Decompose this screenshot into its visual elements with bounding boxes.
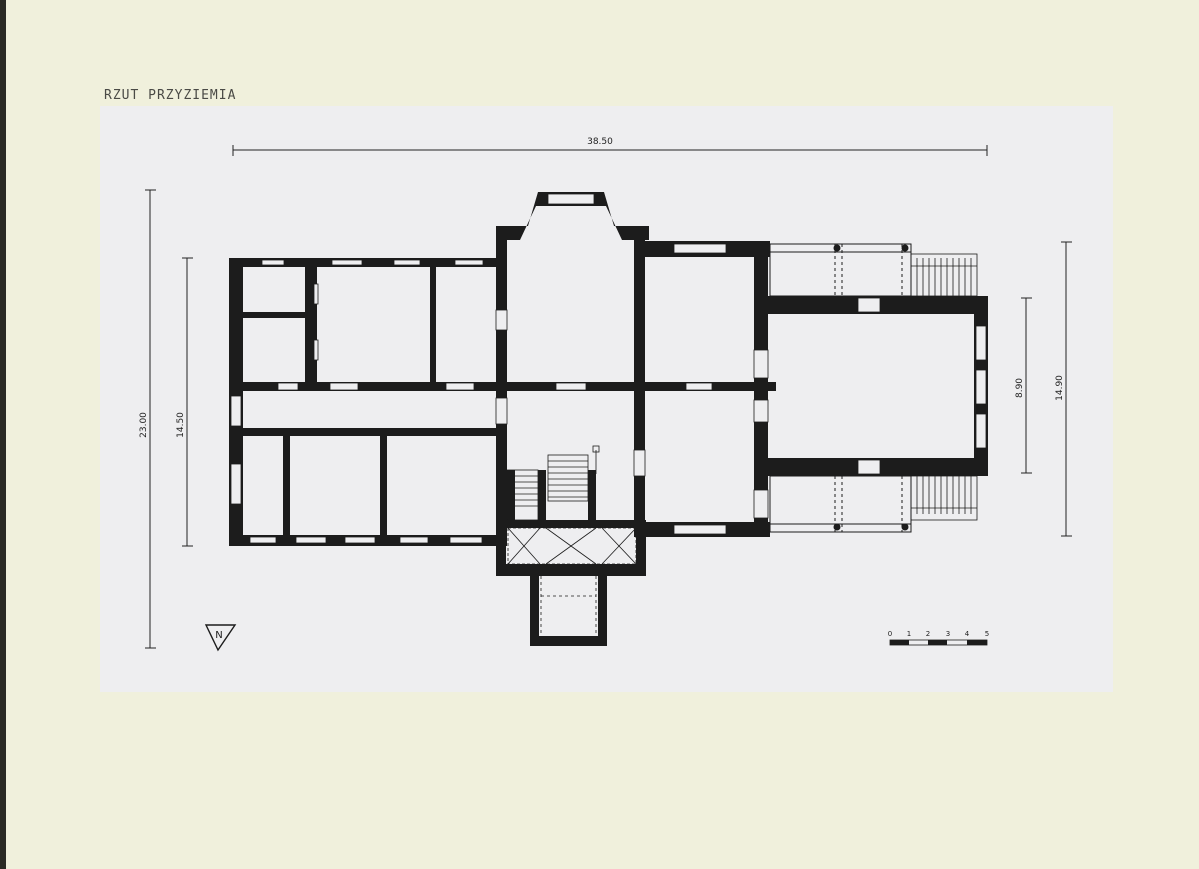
page-edge: [0, 0, 6, 869]
scale-tick-2: 2: [926, 630, 930, 638]
dimension-east-outer: [1061, 241, 1072, 537]
scale-tick-1: 1: [907, 630, 911, 638]
dimension-label-main-block: 14.50: [176, 412, 186, 438]
dimension-label-depth: 23.00: [139, 412, 149, 438]
terrace-columns: [833, 244, 909, 531]
dimension-east-inner: [1021, 297, 1032, 474]
dimension-overall-depth: [145, 189, 156, 649]
north-arrow-label: N: [215, 630, 222, 641]
scale-tick-3: 3: [946, 630, 950, 638]
exterior-steps: [910, 253, 978, 521]
north-arrow: N: [204, 624, 237, 652]
sheet-title: RZUT PRZYZIEMIA: [104, 88, 237, 103]
dimension-overall-width: [232, 145, 988, 156]
interior-staircase: [506, 445, 600, 521]
scale-tick-4: 4: [965, 630, 970, 638]
scale-bar: 0 1 2 3 4 5: [888, 630, 989, 646]
terraces: [769, 243, 912, 533]
wall-openings: [230, 193, 987, 544]
dimension-label-width: 38.50: [587, 137, 613, 147]
dimension-label-east-inner: 8.90: [1015, 378, 1025, 398]
dimension-main-block: [182, 257, 193, 547]
dimension-label-east-outer: 14.90: [1055, 375, 1065, 401]
scale-tick-0: 0: [888, 630, 892, 638]
scale-tick-5: 5: [985, 630, 989, 638]
vestibule-vaults: [507, 527, 637, 636]
